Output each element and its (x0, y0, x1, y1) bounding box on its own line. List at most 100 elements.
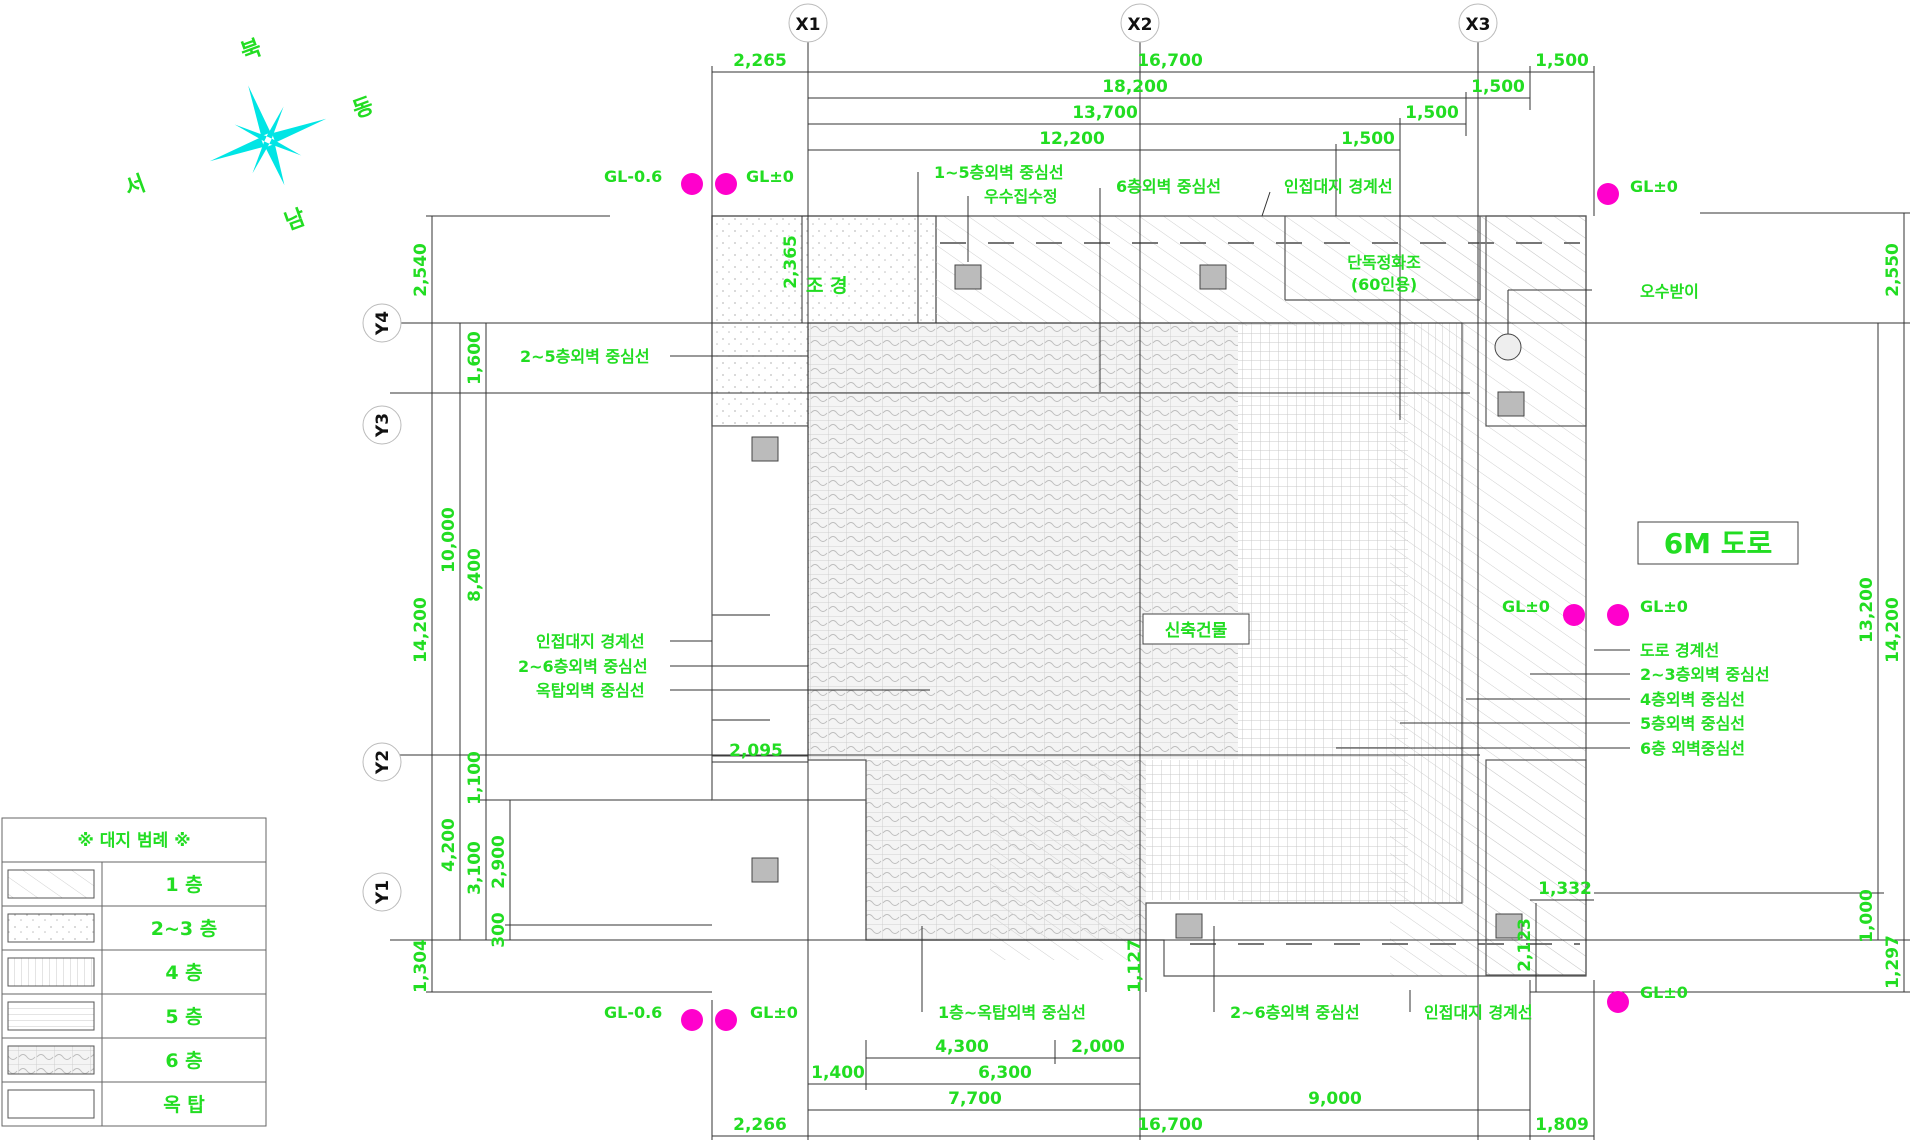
note-rainwater-pit: 우수집수정 (984, 187, 1058, 206)
legend-swatch-floor-5 (7, 1001, 95, 1031)
compass-ray-se (269, 138, 302, 156)
note-wall-6-top: 6층외벽 중심선 (1116, 177, 1221, 196)
legend-swatch-floor-2-3 (7, 913, 95, 943)
level-mr-a: GL±0 (1502, 597, 1550, 616)
dim-left-10000: 10,000 (439, 507, 459, 573)
note-wall-2-6-left: 2~6층외벽 중심선 (518, 657, 648, 676)
note-wall-6-right: 6층 외벽중심선 (1640, 739, 1745, 758)
compass-ray-n (248, 85, 271, 137)
bubble-y4 (362, 303, 402, 343)
dim-top-1500-b: 1,500 (1471, 77, 1525, 97)
dim-top-12200: 12,200 (1039, 129, 1105, 149)
dim-left-1304: 1,304 (411, 939, 431, 993)
pits (751, 264, 1525, 939)
compass-ray-s (265, 143, 285, 186)
compass-ray-ne (266, 106, 284, 139)
dim-bot-2000: 2,000 (1071, 1037, 1125, 1057)
axis-x3: X3 (1466, 15, 1491, 35)
level-mark-br (1607, 991, 1629, 1013)
axis-y1: Y1 (373, 880, 393, 905)
dim-top-1500-a: 1,500 (1535, 51, 1589, 71)
legend-label-floor-4: 4 층 (165, 962, 202, 984)
right-dimensions (1530, 212, 1910, 993)
dim-bot-4300: 4,300 (935, 1037, 989, 1057)
dim-left-2900: 2,900 (489, 835, 509, 889)
road-label-box (1637, 521, 1799, 565)
annotations: 1~5층외벽 중심선 우수집수정 6층외벽 중심선 인접대지 경계선 단독정화조… (518, 163, 1799, 1022)
note-roof-wall-left: 옥탑외벽 중심선 (536, 681, 645, 700)
compass-ray-nw (234, 124, 267, 142)
dim-right-14200: 14,200 (1883, 597, 1903, 663)
roof-zone (711, 425, 813, 757)
compass-ray-w (209, 137, 265, 162)
legend-label-floor-1: 1 층 (165, 874, 202, 896)
pit-3 (751, 436, 779, 462)
note-wall-1-5: 1~5층외벽 중심선 (934, 163, 1064, 182)
upper-right-box (1485, 215, 1587, 427)
dim-top-1500-d: 1,500 (1341, 129, 1395, 149)
level-mark-mr-b (1607, 604, 1629, 626)
axis-y4: Y4 (373, 311, 393, 336)
pit-2 (1199, 264, 1227, 290)
note-downspout: 오수받이 (1640, 282, 1699, 301)
legend: ※ 대지 범례 ※ 1 층 2~3 층 4 층 5 층 6 층 옥 탑 (1, 817, 267, 1127)
pit-1 (954, 264, 982, 290)
note-wall-1-roof-bottom: 1층~옥탑외벽 중심선 (938, 1003, 1086, 1022)
level-mark-bl-a (681, 1009, 703, 1031)
note-boundary-top: 인접대지 경계선 (1284, 177, 1393, 196)
dim-bot-7700: 7,700 (948, 1089, 1002, 1109)
note-boundary-left: 인접대지 경계선 (536, 632, 645, 651)
legend-label-floor-2-3: 2~3 층 (151, 918, 217, 940)
compass-rose-icon (209, 85, 327, 186)
compass-west: 서 (122, 171, 150, 201)
dim-left-300: 300 (489, 912, 509, 948)
pit-6 (1175, 913, 1203, 939)
dashed-lines (940, 242, 1580, 945)
dim-bot-1809: 1,809 (1535, 1115, 1589, 1135)
dim-bot-2266: 2,266 (733, 1115, 787, 1135)
dim-left-8400: 8,400 (465, 548, 485, 602)
pit-4 (1497, 391, 1525, 417)
dim-top-18200: 18,200 (1102, 77, 1168, 97)
bottom-dimensions (711, 980, 1595, 1140)
level-mark-tl-a (681, 173, 703, 195)
top-dimensions (711, 66, 1595, 420)
note-septic: 단독정화조 (1347, 253, 1421, 272)
bubble-y1 (362, 872, 402, 912)
axis-x1: X1 (796, 15, 821, 35)
note-wall-2-3-right: 2~3층외벽 중심선 (1640, 665, 1770, 684)
note-boundary-bottom: 인접대지 경계선 (1424, 1003, 1533, 1022)
compass-north: 북 (238, 35, 266, 65)
axis-x2: X2 (1128, 15, 1153, 35)
dim-top-2265: 2,265 (733, 51, 787, 71)
inner-dimensions: 2,365 2,095 1,127 2,123 1,332 (712, 216, 1594, 993)
floor-5-fine-grid (1238, 323, 1408, 903)
legend-label-floor-6: 6 층 (165, 1050, 202, 1072)
bubble-y2 (362, 742, 402, 782)
compass-south: 남 (282, 205, 310, 235)
left-dimensions (426, 215, 712, 993)
level-bl-a: GL-0.6 (604, 1003, 662, 1022)
dim-inner-2365: 2,365 (781, 235, 801, 289)
level-bl-b: GL±0 (750, 1003, 798, 1022)
note-road: 6M 도로 (1664, 527, 1773, 560)
level-tl-b: GL±0 (746, 167, 794, 186)
level-br: GL±0 (1640, 983, 1688, 1002)
axis-y3: Y3 (373, 413, 393, 438)
note-wall-2-5-left: 2~5층외벽 중심선 (520, 347, 650, 366)
dim-left-2540: 2,540 (411, 243, 431, 297)
dim-inner-2123: 2,123 (1515, 918, 1535, 972)
bubble-x2 (1120, 3, 1160, 43)
dim-top-13700: 13,700 (1072, 103, 1138, 123)
legend-swatch-floor-1 (7, 869, 95, 899)
dim-bot-6300: 6,300 (978, 1063, 1032, 1083)
floor-4-fine-grid (1146, 760, 1246, 900)
dim-left-1600: 1,600 (465, 331, 485, 385)
floor-4-vert (1408, 323, 1466, 903)
legend-swatch-floor-4 (7, 957, 95, 987)
dim-bot-1400: 1,400 (811, 1063, 865, 1083)
note-wall-2-6-bottom: 2~6층외벽 중심선 (1230, 1003, 1360, 1022)
level-tl-a: GL-0.6 (604, 167, 662, 186)
legend-label-floor-5: 5 층 (165, 1006, 202, 1028)
